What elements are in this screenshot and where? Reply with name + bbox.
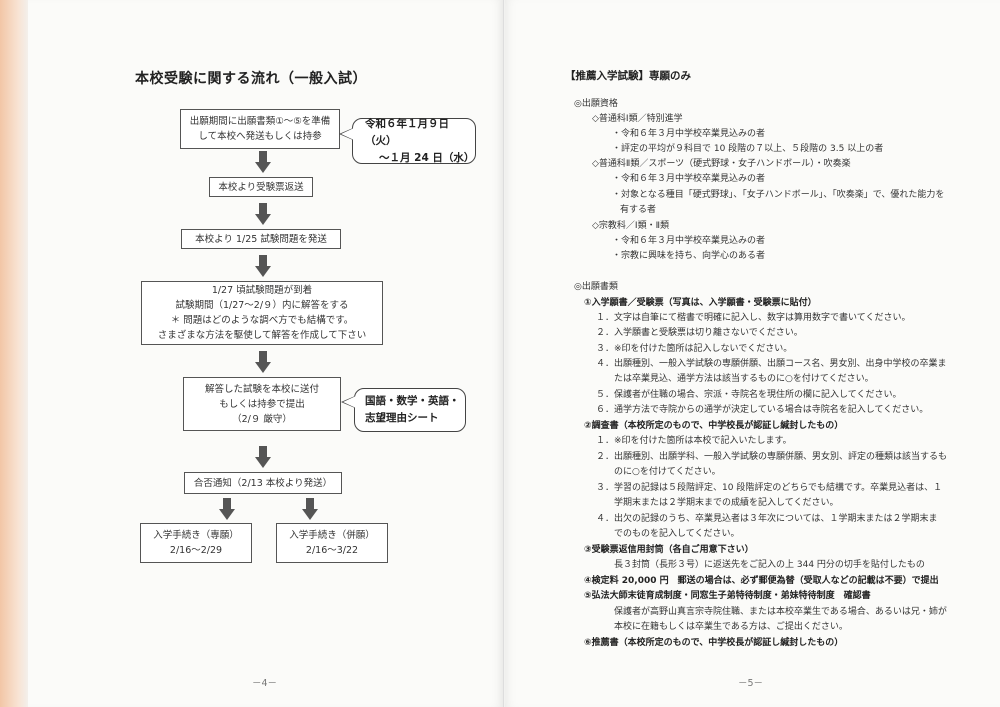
flow-step-text: 出願期間に出願書類①～⑤を準備 [189, 116, 331, 127]
right-page [505, 0, 1000, 707]
flow-step-text: 1/27 頃試験問題が到着 [211, 285, 313, 296]
flow-step-exam-sent: 本校より 1/25 試験問題を発送 [181, 229, 341, 249]
text-line: ２．入学願書と受験票は切り離さないでください。 [596, 328, 803, 338]
text-line: ・令和６年３月中学校卒業見込みの者 [612, 174, 766, 184]
flow-step-text: 入学手続き（専願） [153, 530, 239, 541]
arrow-down-icon [255, 255, 271, 277]
text-line: ◎出願資格 [574, 99, 618, 109]
text-line: 本校に在籍もしくは卒業生である方は、ご提出ください。 [614, 622, 848, 632]
flow-step-text: して本校へ発送もしくは持参 [198, 131, 322, 142]
text-line: ４．出願種別、一般入学試験の専願併願、出願コース名、男女別、出身中学校の卒業ま [596, 359, 947, 369]
arrow-down-icon [255, 446, 271, 468]
flow-step-text: 本校より 1/25 試験問題を発送 [195, 233, 327, 245]
text-line: 長３封筒（長形３号）に返送先をご記入の上 344 円分の切手を貼付したもの [614, 560, 925, 570]
text-line: ④検定料 20,000 円 郵送の場合は、必ず郵便為替（受取人などの記載は不要）… [584, 576, 939, 586]
flow-step-submit-answers: 解答した試験を本校に送付 もしくは持参で提出 （2/９ 厳守） [183, 377, 341, 431]
callout-pointer-fill [341, 128, 354, 140]
page-number-left: －4－ [252, 678, 278, 689]
text-line: 学期末または２学期末までの成績を記入してください。 [614, 498, 839, 508]
text-line: ３．※印を付けた箇所は記入しないでください。 [596, 344, 793, 354]
arrow-down-icon [255, 151, 271, 173]
arrow-down-icon [255, 351, 271, 373]
flow-step-text: 2/16～3/22 [305, 545, 359, 556]
text-line: ◎出願書類 [574, 282, 618, 292]
left-page-title: 本校受験に関する流れ（一般入試） [135, 71, 367, 87]
text-line: ２．出願種別、出願学科、一般入学試験の専願併願、男女別、評定の種類は該当するも [596, 452, 948, 462]
text-line: ４．出欠の記録のうち、卒業見込者は３年次については、１学期末または２学期末ま [596, 514, 938, 524]
binding-shadow [0, 0, 30, 707]
text-line: ・対象となる種目「硬式野球」、「女子ハンドボール」、「吹奏楽」で、優れた能力を [612, 190, 945, 200]
flow-step-enrollment-multiple: 入学手続き（併願） 2/16～3/22 [276, 523, 388, 563]
flow-step-text: さまざまな方法を駆使して解答を作成して下さい [157, 330, 367, 341]
text-line: ⑥推薦書（本校所定のもので、中学校長が認証し緘封したもの） [584, 638, 844, 648]
text-line: ３．学習の記録は５段階評定、10 段階評定のどちらでも結構です。卒業見込者は、１ [596, 483, 943, 493]
callout-application-period: 令和６年１月９日（火） ～１月 24 日（水） [352, 118, 476, 164]
text-line: １．※印を付けた箇所は本校で記入いたします。 [596, 436, 792, 446]
callout-text: 令和６年１月９日（火） [365, 117, 449, 147]
callout-text: 志望理由シート [365, 412, 439, 424]
flow-step-text: 合否通知（2/13 本校より発送） [193, 477, 333, 489]
text-line: ・令和６年３月中学校卒業見込みの者 [612, 129, 766, 139]
flow-step-submit-documents: 出願期間に出願書類①～⑤を準備 して本校へ発送もしくは持参 [180, 109, 340, 149]
arrow-down-icon [219, 498, 235, 520]
callout-text: ～１月 24 日（水） [379, 151, 475, 164]
flow-step-text: 入学手続き（併願） [289, 530, 375, 541]
flow-step-ticket-return: 本校より受験票返送 [209, 177, 313, 197]
callout-text: 国語・数学・英語・ [365, 395, 460, 407]
text-line: ◇普通科Ⅱ類／スポーツ（硬式野球・女子ハンドボール）・吹奏楽 [592, 159, 851, 169]
callout-pointer-fill [343, 396, 356, 408]
flow-step-text: 2/16～2/29 [169, 545, 223, 556]
text-line: ・令和６年３月中学校卒業見込みの者 [612, 236, 766, 246]
text-line: ③受験票返信用封筒（各自ご用意下さい） [584, 545, 754, 555]
right-page-title: 【推薦入学試験】専願のみ [565, 70, 691, 82]
text-line: 保護者が高野山真言宗寺院住職、または本校卒業生である場合、あるいは兄・姉が [614, 607, 947, 617]
flow-step-enrollment-single: 入学手続き（専願） 2/16～2/29 [140, 523, 252, 563]
text-line: のに○を付けてください。 [614, 467, 721, 477]
text-line: ②調査書（本校所定のもので、中学校長が認証し緘封したもの） [584, 421, 844, 431]
flow-step-text: 本校より受験票返送 [218, 181, 304, 193]
text-line: １．文字は自筆にて楷書で明確に記入し、数字は算用数字で書いてください。 [596, 313, 911, 323]
text-line: ◇宗教科／Ⅰ類・Ⅱ類 [592, 221, 670, 231]
flow-step-text: 解答した試験を本校に送付 [204, 383, 319, 395]
text-line: ・宗教に興味を持ち、向学心のある者 [612, 251, 766, 261]
text-line: たは卒業見込、通学方法は該当するものに○を付けてください。 [614, 374, 874, 384]
arrow-down-icon [255, 203, 271, 225]
flow-step-text: もしくは持参で提出 [219, 398, 305, 410]
text-line: ⑤弘法大師末徒育成制度・同窓生子弟特待制度・弟妹特待制度 確認書 [584, 591, 871, 601]
arrow-down-icon [302, 498, 318, 520]
flow-step-text: ＊ 問題はどのような調べ方でも結構です。 [170, 315, 354, 326]
text-line: ・評定の平均が９科目で 10 段階の７以上、５段階の 3.5 以上の者 [612, 144, 884, 154]
text-line: でのものを記入してください。 [614, 529, 740, 539]
flow-step-exam-period: 1/27 頃試験問題が到着 試験期間（1/27～2/９）内に解答をする ＊ 問題… [141, 281, 383, 345]
flow-step-text: 試験期間（1/27～2/９）内に解答をする [175, 300, 349, 311]
callout-exam-subjects: 国語・数学・英語・ 志望理由シート [354, 388, 466, 432]
text-line: ６．通学方法で寺院からの通学が決定している場合は寺院名を記入してください。 [596, 405, 929, 415]
text-line: 有する者 [620, 205, 657, 215]
page-number-right: －5－ [738, 678, 764, 689]
text-line: ①入学願書／受験票（写真は、入学願書・受験票に貼付） [584, 298, 817, 308]
flow-step-text: （2/９ 厳守） [232, 413, 292, 425]
flow-step-result-notice: 合否通知（2/13 本校より発送） [184, 472, 342, 494]
text-line: ５．保護者が住職の場合、宗派・寺院名を現住所の欄に記入してください。 [596, 390, 902, 400]
text-line: ◇普通科Ⅰ類／特別進学 [592, 114, 683, 124]
